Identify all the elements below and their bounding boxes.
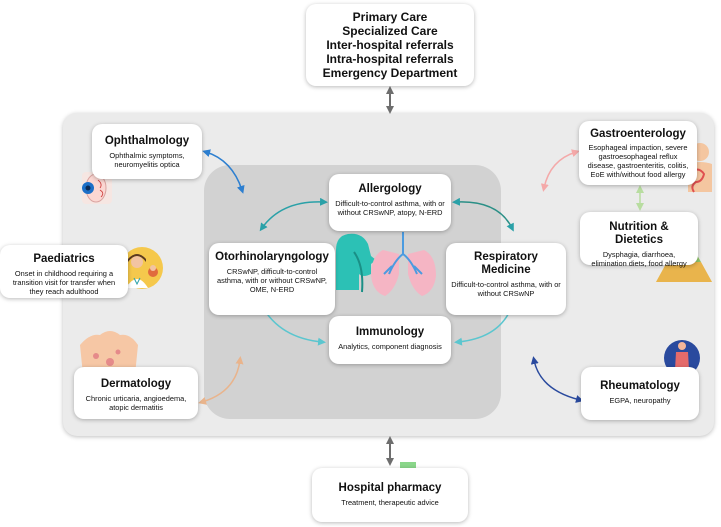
dermatology-desc: Chronic urticaria, angioedema, atopic de… <box>85 394 187 412</box>
rheumatology-desc: EGPA, neuropathy <box>609 396 671 405</box>
ophthalmology-desc: Ophthalmic symptoms, neuromyelitis optic… <box>109 151 185 169</box>
paediatrics-card: Paediatrics Onset in childhood requiring… <box>0 245 128 298</box>
referral-source: Inter-hospital referrals <box>326 38 454 52</box>
dermatology-card: Dermatology Chronic urticaria, angioedem… <box>74 367 198 419</box>
referral-source: Intra-hospital referrals <box>326 52 454 66</box>
allergology-title: Allergology <box>358 183 422 195</box>
gastroenterology-card: Gastroenterology Esophageal impaction, s… <box>579 121 697 185</box>
gastroenterology-title: Gastroenterology <box>590 128 686 140</box>
hospital-pharmacy-card: Hospital pharmacy Treatment, therapeutic… <box>312 468 468 522</box>
referral-source: Primary Care <box>352 10 428 24</box>
ophthalmology-card: Ophthalmology Ophthalmic symptoms, neuro… <box>92 124 202 179</box>
nutrition-dietetics-desc: Dysphagia, diarrhoea, elimination diets,… <box>591 250 687 268</box>
immunology-desc: Analytics, component diagnosis <box>338 342 442 351</box>
respiratory-medicine-title: Respiratory Medicine <box>474 251 538 276</box>
respiratory-medicine-desc: Difficult-to-control asthma, with or wit… <box>451 280 561 298</box>
eye-icon <box>82 172 112 204</box>
head-lungs-icon <box>336 232 436 296</box>
immunology-title: Immunology <box>355 326 425 338</box>
arrow-dermatology <box>198 356 244 405</box>
arrow-allergology-respiratory <box>452 197 514 232</box>
ophthalmology-title: Ophthalmology <box>104 135 190 147</box>
allergology-card: Allergology Difficult-to-control asthma,… <box>329 174 451 231</box>
referral-source: Specialized Care <box>342 24 438 38</box>
referral-source: Emergency Department <box>322 66 458 80</box>
nutrition-dietetics-card: Nutrition & Dietetics Dysphagia, diarrho… <box>580 212 698 268</box>
arrow-gastroenterology <box>540 149 580 192</box>
rheumatology-title: Rheumatology <box>600 380 680 392</box>
skin-torso-icon <box>80 331 138 375</box>
rheumatology-card: Rheumatology EGPA, neuropathy <box>581 367 699 420</box>
referral-sources-card: Primary Care Specialized Care Inter-hosp… <box>306 4 474 86</box>
otorhinolaryngology-title: Otorhinolaryngology <box>215 251 329 263</box>
hospital-pharmacy-title: Hospital pharmacy <box>338 482 442 494</box>
arrow-rheumatology <box>530 356 584 403</box>
arrow-ophthalmology <box>202 149 245 194</box>
nutrition-dietetics-title: Nutrition & Dietetics <box>609 221 669 246</box>
paediatrics-desc: Onset in childhood requiring a transitio… <box>12 269 116 296</box>
otorhinolaryngology-card: Otorhinolaryngology CRSwNP, difficult-to… <box>209 243 335 315</box>
otorhinolaryngology-desc: CRSwNP, difficult-to-control asthma, wit… <box>217 267 327 294</box>
gastroenterology-desc: Esophageal impaction, severe gastroesoph… <box>587 143 689 179</box>
hospital-pharmacy-desc: Treatment, therapeutic advice <box>341 498 439 507</box>
immunology-card: Immunology Analytics, component diagnosi… <box>329 316 451 364</box>
paediatrics-title: Paediatrics <box>33 253 95 265</box>
allergology-desc: Difficult-to-control asthma, with or wit… <box>335 199 445 217</box>
paediatrician-icon <box>121 247 163 289</box>
dermatology-title: Dermatology <box>100 378 172 390</box>
respiratory-medicine-card: Respiratory Medicine Difficult-to-contro… <box>446 243 566 315</box>
arrow-allergology-ent <box>259 197 328 232</box>
